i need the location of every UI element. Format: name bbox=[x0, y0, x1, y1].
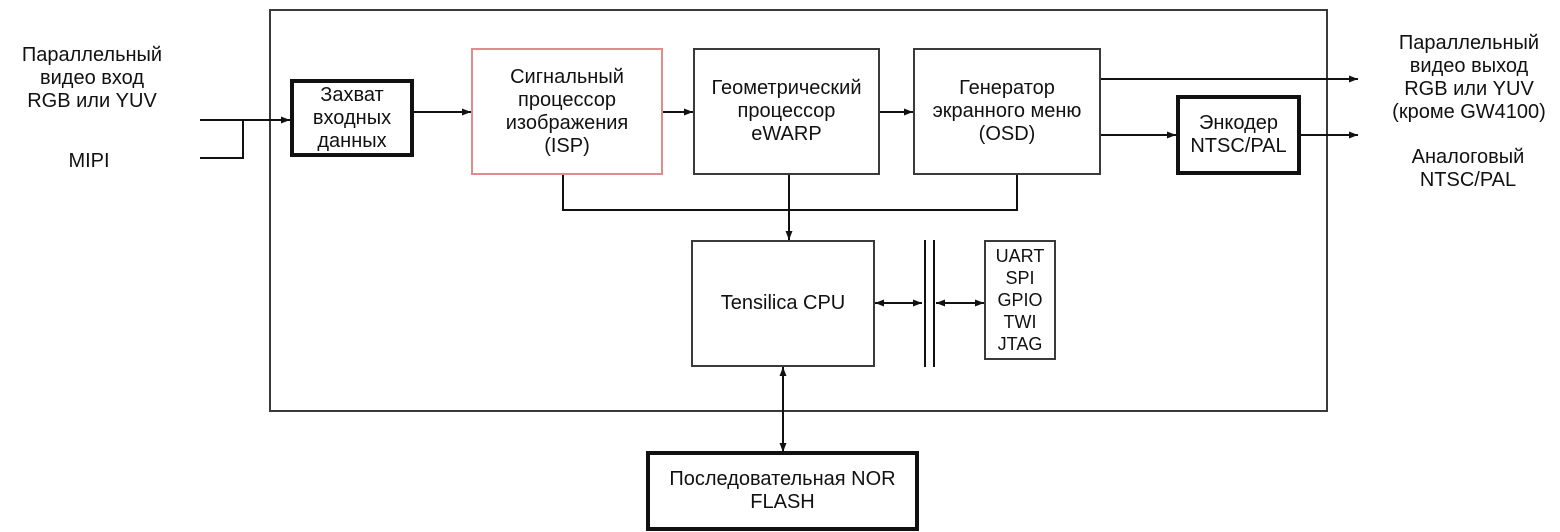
interface-spi: SPI bbox=[1005, 268, 1035, 288]
interface-gpio: GPIO bbox=[997, 290, 1043, 310]
encoder-label: Энкодер NTSC/PAL bbox=[1190, 112, 1287, 157]
chip-boundary bbox=[269, 9, 1328, 412]
capture-label: Захват входных данных bbox=[312, 83, 392, 152]
isp-block: Сигнальный процессор изображения (ISP) bbox=[471, 48, 663, 175]
parallel-output-label: Параллельный видео выход RGB или YUV (кр… bbox=[1392, 32, 1546, 123]
isp-label: Сигнальный процессор изображения (ISP) bbox=[505, 65, 629, 157]
mipi-label: MIPI bbox=[68, 150, 110, 172]
osd-label: Генератор экранного меню (OSD) bbox=[932, 77, 1082, 145]
flash-block: Последовательная NOR FLASH bbox=[646, 451, 919, 531]
analog-output-label: Аналоговый NTSC/PAL bbox=[1411, 146, 1525, 191]
cpu-block: Tensilica CPU bbox=[691, 240, 875, 367]
capture-block: Захват входных данных bbox=[290, 79, 414, 157]
interface-twi: TWI bbox=[1003, 312, 1037, 332]
flash-label: Последовательная NOR FLASH bbox=[669, 468, 896, 513]
encoder-block: Энкодер NTSC/PAL bbox=[1176, 95, 1301, 175]
cpu-label: Tensilica CPU bbox=[720, 292, 846, 314]
interface-jtag: JTAG bbox=[997, 334, 1043, 354]
parallel-input-label: Параллельный видео вход RGB или YUV bbox=[21, 44, 163, 112]
ewarp-block: Геометрический процессор eWARP bbox=[693, 48, 880, 175]
interface-uart: UART bbox=[995, 246, 1045, 266]
osd-block: Генератор экранного меню (OSD) bbox=[913, 48, 1101, 175]
mipi-input-line bbox=[200, 120, 244, 159]
ewarp-label: Геометрический процессор eWARP bbox=[711, 77, 862, 145]
interfaces-block: UART SPI GPIO TWI JTAG bbox=[984, 240, 1056, 360]
